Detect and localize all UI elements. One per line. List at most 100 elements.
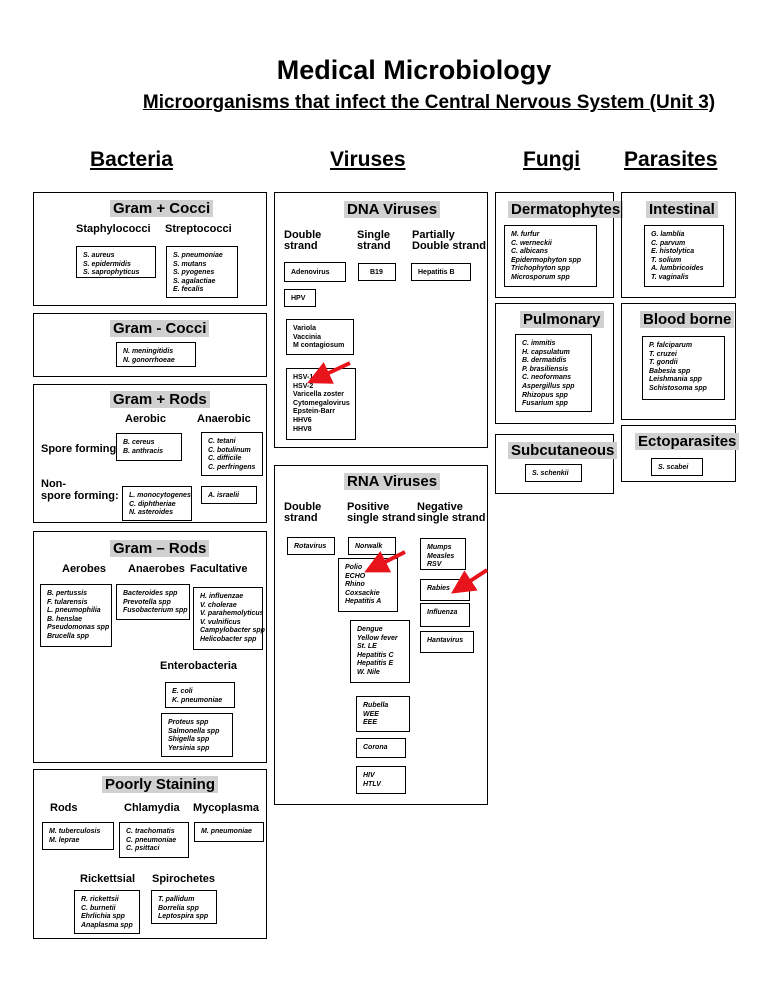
list-item: T. gondii [649,359,678,367]
list-item: K. pneumoniae [172,696,223,704]
list-item: N. gonorrhoeae [123,356,175,364]
list-item: Leishmania spp [649,376,702,384]
list-item: S. schenkii [532,470,569,477]
list-item: Babesia spp [649,367,691,375]
list-item: C. perfringens [208,463,256,471]
ectoparasites-list: S. scabei [651,458,703,476]
list-item: HTLV [363,780,381,788]
list-item: S. pyogenes [173,269,215,277]
list-item: Rabies [427,585,450,592]
list-item: C. neoformans [522,374,572,382]
list-item: Hepatitis E [357,660,394,668]
list-item: C. burnetii [81,904,116,912]
list-item: Prevotella spp [123,598,171,606]
arrow-polio [364,550,406,573]
negative-strand-line1: Negative [417,501,463,513]
aerobic-label: Aerobic [125,413,166,425]
list-item: T. pallidum [158,896,195,903]
list-item: W. Nile [357,668,380,676]
list-item: S. mutans [173,260,207,268]
negative-strand-line2: single strand [417,512,486,524]
subcutaneous-title: Subcutaneous [508,442,618,459]
list-item: H. capsulatum [522,348,570,356]
arrow-hsv1 [307,361,351,384]
blood-borne-title: Blood borne [640,311,735,328]
list-item: A. israelii [208,492,240,499]
dna-partial-double-line1: Partially [412,229,455,241]
list-item: Shigella spp [168,736,210,744]
list-item: C. parvum [651,239,686,247]
list-item: R. rickettsii [81,896,119,903]
list-item: Trichophyton spp [511,265,570,273]
subcutaneous-panel: Subcutaneous S. schenkii [495,434,618,494]
list-item: EEE [363,719,378,727]
list-item: T. cruzei [649,350,677,358]
list-item: Epidermophyton spp [511,256,581,264]
list-item: S. saprophyticus [83,269,140,277]
staphylococci-label: Staphylococci [76,223,151,235]
page-title: Medical Microbiology [276,55,552,85]
column-header-parasites: Parasites [624,148,718,171]
rna-double-strand-line1: Double [284,501,322,513]
nonspore-anaerobic-list: A. israelii [201,486,257,504]
list-item: Helicobacter spp [200,635,257,643]
list-item: HIV [363,772,375,779]
list-item: C. albicans [511,248,548,256]
list-item: Measles [427,552,455,560]
intestinal-title: Intestinal [646,201,718,218]
list-item: Anaplasma spp [81,921,133,929]
list-item: M. leprae [49,836,80,844]
list-item: Hantavirus [427,637,464,644]
list-item: G. lamblia [651,231,685,238]
list-item: Borrelia spp [158,904,199,912]
list-item: N. asteroides [129,509,173,517]
list-item: Proteus spp [168,719,209,726]
list-item: Salmonella spp [168,727,220,735]
list-item: Influenza [427,609,458,616]
list-item: ECHO [345,572,366,580]
list-item: T. solium [651,256,682,264]
list-item: P. brasiliensis [522,365,569,373]
list-item: Pseudomonas spp [47,624,110,632]
column-header-fungi: Fungi [523,148,581,171]
dna-double-strand-line1: Double [284,229,322,241]
list-item: H. influenzae [200,593,244,600]
list-item: Fusobacterium spp [123,607,188,615]
mycoplasma-list: M. pneumoniae [194,822,264,842]
dermatophytes-title: Dermatophytes [508,201,624,218]
rna-double-strand-line2: strand [284,512,318,524]
gram-positive-rods-title: Gram + Rods [110,391,210,408]
list-item: Rhino [345,581,365,589]
facultative-label: Facultative [190,563,248,575]
hantavirus-box: Hantavirus [420,631,474,653]
non-spore-label-line2: spore forming: [41,490,119,502]
spore-forming-label: Spore forming: [41,443,120,455]
gram-negative-rods-title: Gram – Rods [110,540,210,557]
list-item: M contagiosum [293,342,345,350]
list-item: C. botulinum [208,446,251,454]
list-item: B. henslae [47,615,83,623]
rna-viruses-panel: RNA Viruses Double strand Positive singl… [274,465,488,805]
positive-strand-line1: Positive [347,501,390,513]
list-item: E. coli [172,688,193,695]
list-item: C. psittaci [126,845,160,853]
column-header-viruses: Viruses [330,148,406,171]
list-item: Yellow fever [357,634,398,642]
mycoplasma-label: Mycoplasma [193,802,260,814]
enterobacteria-label: Enterobacteria [160,660,238,672]
subcutaneous-list: S. schenkii [525,464,582,482]
list-item: B. dermatidis [522,357,567,365]
list-item: Rhizopus spp [522,391,568,399]
ectoparasites-panel: Ectoparasites S. scabei [621,425,740,482]
